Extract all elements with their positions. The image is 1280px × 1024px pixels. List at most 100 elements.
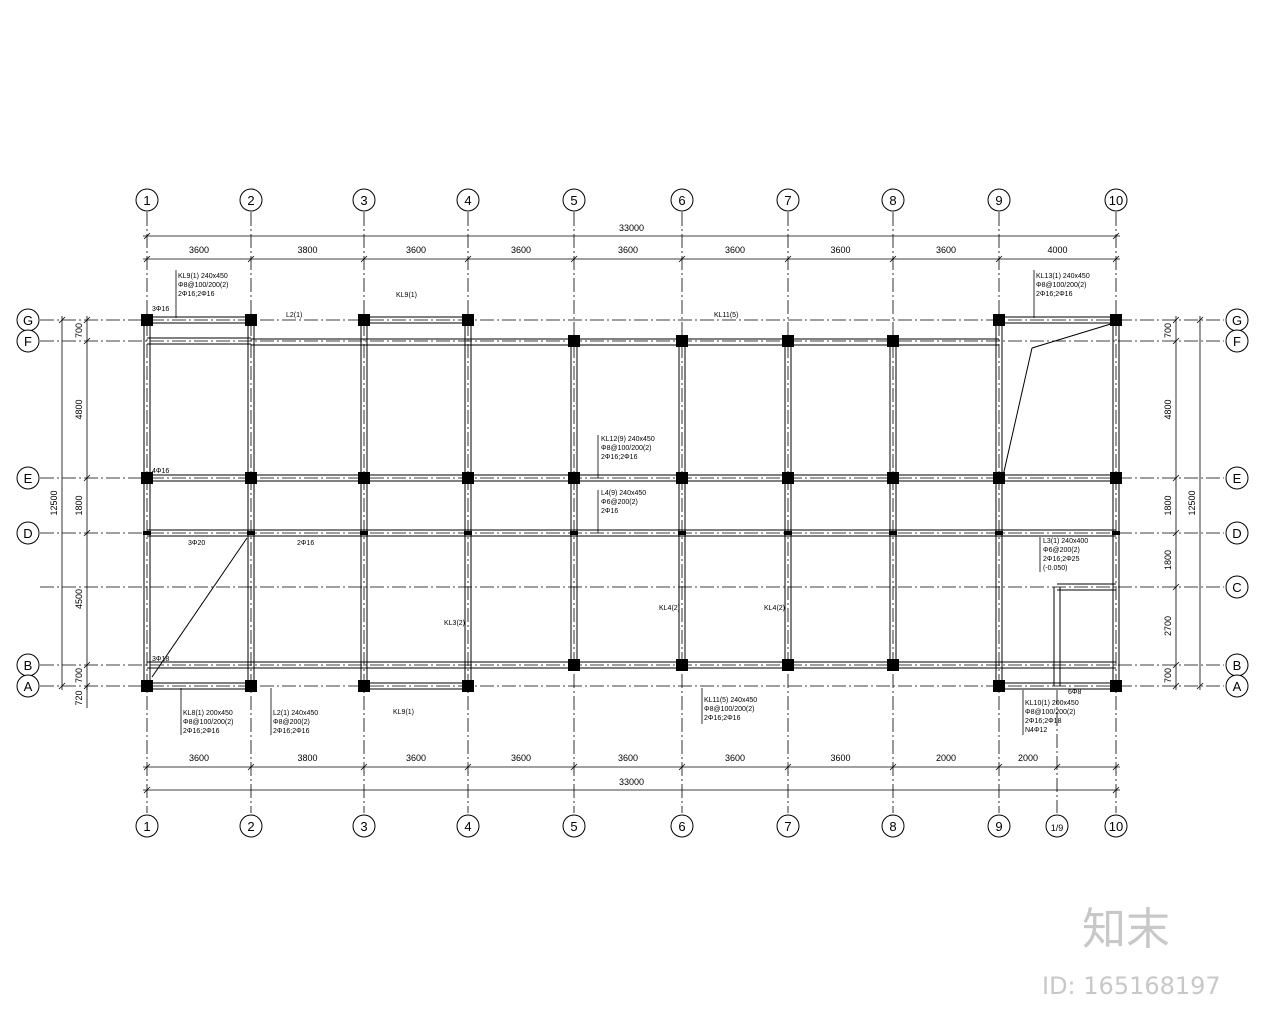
- beam-annotation: 3Φ16: [152, 306, 169, 313]
- dim-right-span-tick: [1172, 316, 1180, 324]
- beam-annotation: Φ6@200(2): [1043, 547, 1080, 554]
- column: [887, 335, 899, 347]
- column: [462, 314, 474, 326]
- dim-bottom-span-label: 3600: [406, 753, 426, 763]
- columns: [141, 314, 1122, 692]
- grid-axes: [40, 212, 1224, 813]
- beam-annotation: 6Φ8: [1068, 689, 1081, 696]
- column: [245, 472, 257, 484]
- column: [245, 314, 257, 326]
- diagonal-line: [1002, 347, 1033, 477]
- axis-label-top: 1: [143, 193, 150, 208]
- dim-top-span-label: 3600: [511, 245, 531, 255]
- beam-annotation: Φ8@100/200(2): [1025, 709, 1075, 716]
- axis-label-top: 2: [247, 193, 254, 208]
- dim-top-span-label: 4000: [1047, 245, 1067, 255]
- dim-bottom-span-tick: [678, 763, 686, 771]
- dim-bottom-span-label: 3600: [618, 753, 638, 763]
- dim-top-total: 33000: [619, 223, 644, 233]
- dim-bottom-span-tick: [143, 763, 151, 771]
- axis-label-right: G: [1232, 313, 1242, 328]
- dim-top-span-tick: [995, 255, 1003, 263]
- dim-right-span-tick: [1172, 529, 1180, 537]
- dim-left-span-tick: [83, 337, 91, 345]
- beam-annotation: 2Φ16;2Φ16: [178, 291, 215, 298]
- column: [462, 472, 474, 484]
- dim-left-span-label: 4800: [74, 399, 84, 419]
- axis-label-top: 8: [889, 193, 896, 208]
- axis-bubble-left: [16, 674, 40, 698]
- beam-annotation: KL10(1) 200x450: [1025, 700, 1079, 707]
- axis-label-bottom: 9: [995, 819, 1002, 834]
- dim-bottom-span-tick: [570, 763, 578, 771]
- dim-right-span-label: 1800: [1163, 550, 1173, 570]
- dim-bottom-span-tick: [1112, 763, 1120, 771]
- column: [993, 472, 1005, 484]
- column-marker: [143, 531, 151, 535]
- beam-annotation: KL11(5) 240x450: [704, 697, 757, 704]
- axis-bubble-left: [16, 521, 40, 545]
- axis-label-bottom: 2: [247, 819, 254, 834]
- dim-top-span-tick: [784, 255, 792, 263]
- axis-label-bottom: 7: [784, 819, 791, 834]
- dim-top-span-tick: [464, 255, 472, 263]
- axis-label-bottom: 10: [1109, 819, 1123, 834]
- column: [1110, 314, 1122, 326]
- axis-bubble-right: [1225, 466, 1249, 490]
- dim-left-span-tick: [83, 316, 91, 324]
- column: [141, 472, 153, 484]
- beam-annotation: KL3(2): [444, 620, 465, 627]
- axis-label-right: E: [1233, 471, 1242, 486]
- column: [993, 314, 1005, 326]
- dim-bottom-span-tick: [784, 763, 792, 771]
- beam-annotation: KL9(1): [393, 709, 414, 716]
- beam-annotation: (-0.050): [1043, 565, 1068, 572]
- beam-annotation: Φ8@200(2): [273, 719, 310, 726]
- beam-annotation: Φ8@100/200(2): [178, 282, 228, 289]
- axis-bubble-bottom: [987, 814, 1011, 838]
- column: [887, 472, 899, 484]
- axis-bubble-right: [1225, 674, 1249, 698]
- dim-top-span-tick: [1112, 255, 1120, 263]
- column-marker: [1112, 531, 1120, 535]
- dim-right-total-tick: [1196, 316, 1204, 324]
- column: [1110, 680, 1122, 692]
- dim-bottom-total: 33000: [619, 777, 644, 787]
- dim-bottom-span-label: 3600: [511, 753, 531, 763]
- axis-label-top: 3: [360, 193, 367, 208]
- column: [568, 472, 580, 484]
- column: [568, 335, 580, 347]
- beam-annotation: 4Φ16: [152, 468, 169, 475]
- dim-right-span-label: 700: [1163, 323, 1173, 338]
- beam-annotation: Φ6@200(2): [601, 499, 638, 506]
- dim-bottom-span-label: 3600: [189, 753, 209, 763]
- column-marker: [360, 531, 368, 535]
- beam-annotation: 2Φ16;2Φ16: [601, 454, 638, 461]
- axis-bubble-top: [881, 188, 905, 212]
- column: [245, 680, 257, 692]
- axis-label-top: 7: [784, 193, 791, 208]
- beam-annotation: KL13(1) 240x450: [1036, 273, 1090, 280]
- beam-annotation: 2Φ16;2Φ25: [1043, 556, 1080, 563]
- dim-left-span-label: 700: [74, 323, 84, 338]
- dim-top-span-label: 3600: [725, 245, 745, 255]
- beam-annotation: KL11(5): [714, 312, 738, 319]
- column: [993, 680, 1005, 692]
- column-marker: [247, 531, 255, 535]
- dim-right-span-label: 4800: [1163, 399, 1173, 419]
- beam-annotation: KL8(1) 200x450: [183, 710, 233, 717]
- axis-label-bottom: 5: [570, 819, 577, 834]
- axis-bubble-top: [562, 188, 586, 212]
- column-marker: [995, 531, 1003, 535]
- dim-right-span-label: 700: [1163, 668, 1173, 683]
- axis-bubble-top: [776, 188, 800, 212]
- dim-left-span-tick: [83, 661, 91, 669]
- beam-annotation: KL9(1) 240x450: [178, 273, 228, 280]
- column-marker: [570, 531, 578, 535]
- dim-right-span-tick: [1172, 337, 1180, 345]
- axis-bubble-bottom: [670, 814, 694, 838]
- axis-label-left: D: [23, 526, 32, 541]
